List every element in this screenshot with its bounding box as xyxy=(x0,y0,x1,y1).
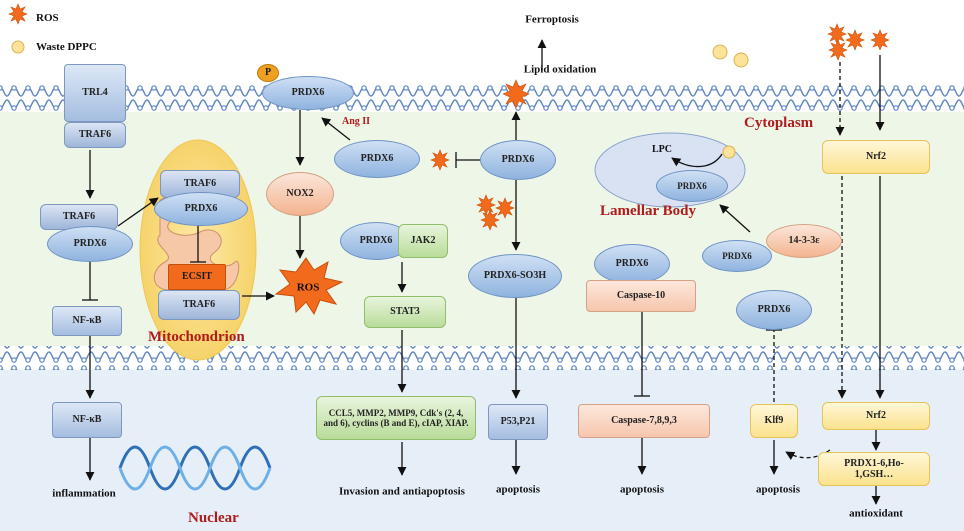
dppc-icon xyxy=(722,145,736,159)
nfkb-cytoplasm-node: NF-κB xyxy=(52,306,122,336)
lamellar-body-label: Lamellar Body xyxy=(600,203,696,219)
caspase10-node: Caspase-10 xyxy=(586,280,696,312)
prdx6-so3h-node: PRDX6-SO3H xyxy=(468,254,562,298)
nfkb-nuclear-node: NF-κB xyxy=(52,402,122,438)
lpc-label: LPC xyxy=(652,144,672,155)
ros-icon xyxy=(476,194,496,216)
nuclear-membrane xyxy=(0,346,964,370)
ros-icon xyxy=(845,29,865,51)
dppc-icon xyxy=(733,52,749,68)
ros-icon xyxy=(828,39,848,61)
prdx6-1433-node: PRDX6 xyxy=(702,240,772,272)
legend-dppc-label: Waste DPPC xyxy=(36,41,97,53)
dppc-legend-icon xyxy=(11,40,25,54)
caspase7893-node: Caspase-7,8,9,3 xyxy=(578,404,710,438)
traf6-membrane-node: TRAF6 xyxy=(64,122,126,148)
nrf2-nuclear-node: Nrf2 xyxy=(822,402,930,430)
nuclear-label: Nuclear xyxy=(188,510,239,526)
prdx6-mito-node: PRDX6 xyxy=(154,192,248,226)
waste-dppc-icons xyxy=(11,40,749,159)
ros-center-icon xyxy=(274,257,344,316)
arrows xyxy=(82,39,885,505)
lipid-oxidation-label: Lipid oxidation xyxy=(523,63,597,76)
prdx6-right-node: PRDX6 xyxy=(736,290,812,330)
dppc-icon xyxy=(712,44,728,60)
prdx6-lamellar-node: PRDX6 xyxy=(656,170,728,202)
inflammation-label: inflammation xyxy=(52,487,116,500)
legend-ros-label: ROS xyxy=(36,12,59,24)
target-genes-node: CCL5, MMP2, MMP9, Cdk's (2, 4, and 6), c… xyxy=(316,396,476,440)
prdx6-angii-node: PRDX6 xyxy=(334,140,420,178)
jak2-node: JAK2 xyxy=(398,224,448,258)
apoptosis-klf9-label: apoptosis xyxy=(755,483,801,496)
prdx6-caspase-node: PRDX6 xyxy=(594,244,670,284)
mitochondrion-label: Mitochondrion xyxy=(148,329,245,345)
nox2-node: NOX2 xyxy=(266,172,334,216)
prdx6-left-node: PRDX6 xyxy=(47,226,133,262)
ferroptosis-label: Ferroptosis xyxy=(525,13,579,26)
prdx6-top-node: PRDX6 xyxy=(262,76,354,110)
invasion-label: Invasion and antiapoptosis xyxy=(339,485,465,498)
ros-icon xyxy=(827,23,847,45)
ros-icon xyxy=(870,29,890,51)
protein-1433-node: 14-3-3ε xyxy=(766,224,842,258)
phosphate-badge: P xyxy=(257,64,279,82)
nrf2-cytoplasm-node: Nrf2 xyxy=(822,140,930,174)
apoptosis-casp-label: apoptosis xyxy=(619,483,665,496)
traf6-mito-bottom-node: TRAF6 xyxy=(158,290,240,320)
nuclear-region xyxy=(0,370,964,531)
ros-icon xyxy=(480,209,500,231)
ros-icon xyxy=(430,149,450,171)
apoptosis-mid-label: apoptosis xyxy=(495,483,541,496)
ros-legend-icon xyxy=(8,3,28,25)
ros-icon xyxy=(495,197,515,219)
ang-ii-label: Ang II xyxy=(342,116,371,127)
ecsit-node: ECSIT xyxy=(168,264,226,290)
dna-helix-icon xyxy=(118,445,272,491)
ros-lipid-icon xyxy=(502,79,530,109)
stat3-node: STAT3 xyxy=(364,296,446,328)
trl4-receptor: TRL4 xyxy=(64,64,126,122)
prdx-list-node: PRDX1-6,Ho-1,GSH… xyxy=(818,452,930,486)
ros-icons xyxy=(8,3,890,316)
p53-p21-node: P53,P21 xyxy=(488,404,548,440)
klf9-node: Klf9 xyxy=(750,404,798,438)
antioxidant-label: antioxidant xyxy=(849,507,903,520)
plasma-membrane xyxy=(0,84,964,112)
prdx6-mid-node: PRDX6 xyxy=(480,140,556,180)
cytoplasm-label: Cytoplasm xyxy=(744,115,814,131)
ros-center-label: ROS xyxy=(296,281,320,294)
